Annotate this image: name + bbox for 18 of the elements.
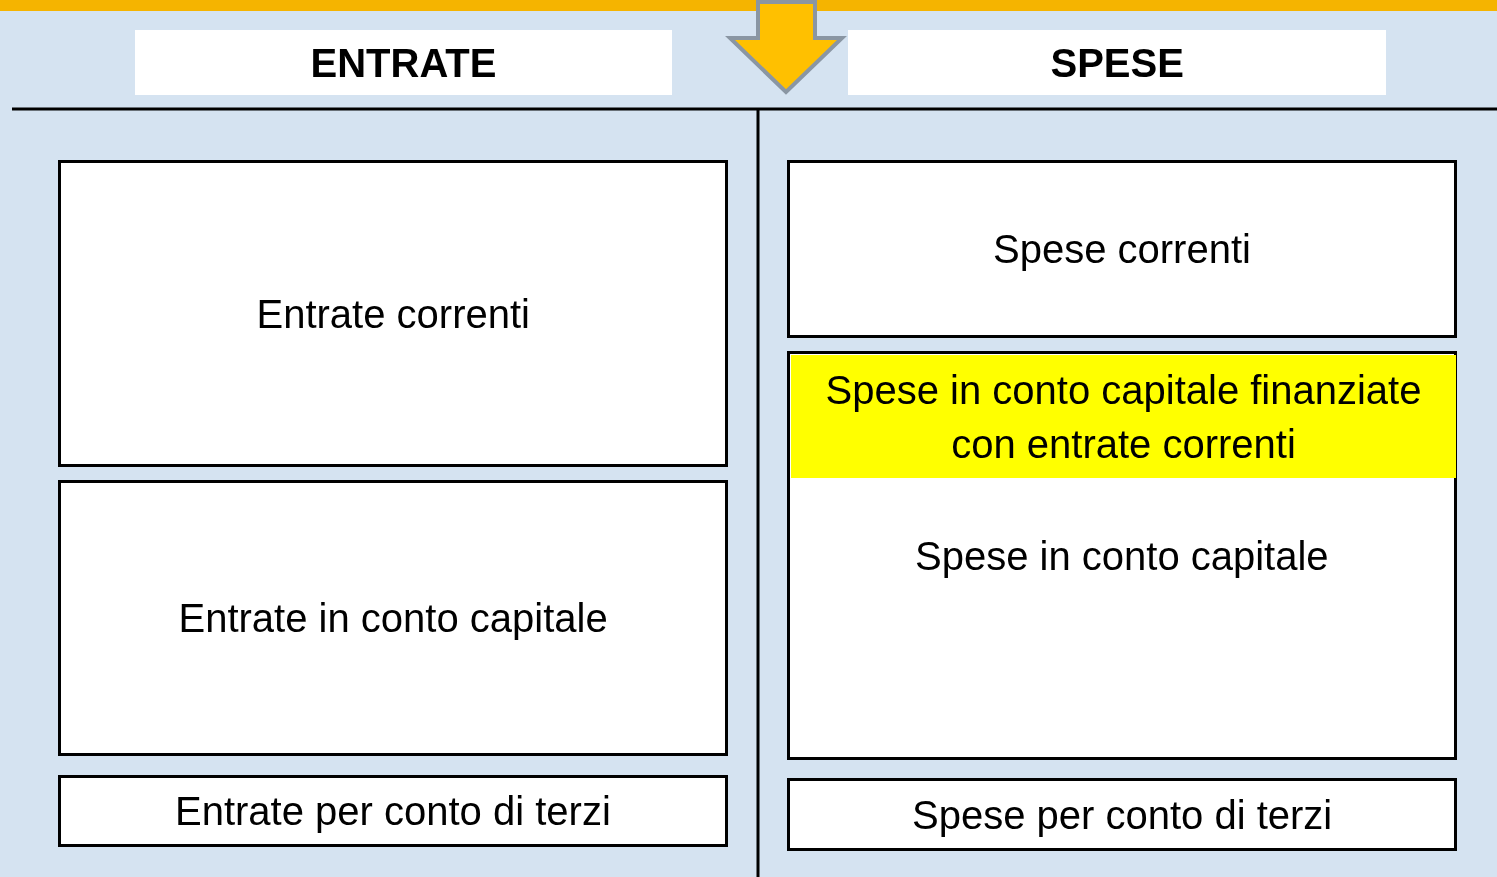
column-heading-box [135,30,672,95]
column-heading: ENTRATE [310,39,497,87]
account-label: Spese in conto capitale [915,533,1329,580]
account-label: Entrate correnti [256,290,530,338]
account-label: Spese in conto capitale finanziate con entrate correnti [824,366,1423,468]
account-label: Spese correnti [993,226,1251,273]
account-label: Spese per conto di terzi [912,791,1333,839]
account-box [58,480,728,756]
account-box [787,778,1457,851]
account-box [58,160,728,467]
account-box [787,160,1457,338]
account-label: Entrate per conto di terzi [175,788,611,835]
account-label: Entrate in conto capitale [178,595,608,642]
column-heading-box [848,30,1386,95]
account-box [787,351,1457,760]
highlight-band [791,355,1456,478]
column-heading: SPESE [1050,39,1184,87]
account-box [58,775,728,847]
